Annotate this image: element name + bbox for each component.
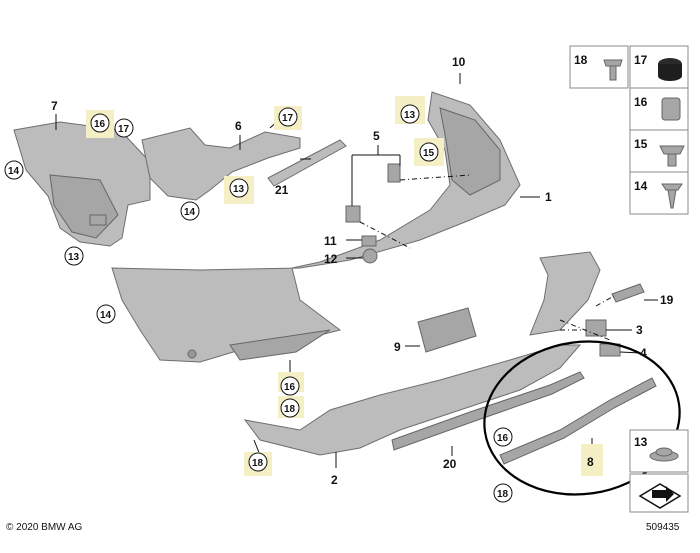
strip-part-21	[267, 139, 347, 187]
svg-text:17: 17	[282, 113, 294, 124]
svg-text:18: 18	[497, 489, 509, 500]
small-parts	[345, 163, 645, 357]
part-labels: 1 2 3 4 5 6 7 8 9 10 11 12 19 20 21	[51, 55, 674, 487]
legend-18: 18	[574, 53, 588, 67]
svg-text:16: 16	[94, 119, 106, 130]
circle-label-18a: 18	[278, 396, 304, 418]
circle-label-17b: 17	[274, 106, 302, 130]
legend-16: 16	[634, 95, 648, 109]
highlight-circle	[483, 340, 681, 496]
grille-part-20	[391, 371, 585, 451]
circle-label-16c: 16	[493, 427, 513, 447]
circle-label-15: 15	[414, 138, 444, 166]
fastener-legend: 18 17 16 15 14 13	[569, 45, 689, 513]
label-12: 12	[324, 252, 338, 266]
label-3: 3	[636, 323, 643, 337]
label-11: 11	[324, 234, 337, 248]
legend-14: 14	[634, 179, 648, 193]
label-7: 7	[51, 99, 58, 113]
circle-label-17a: 17	[114, 118, 134, 138]
label-10: 10	[452, 55, 466, 69]
svg-text:13: 13	[404, 110, 416, 121]
label-8-highlight	[581, 444, 603, 476]
svg-text:16: 16	[497, 433, 509, 444]
legend-17: 17	[634, 53, 648, 67]
svg-text:13: 13	[68, 252, 80, 263]
legend-15: 15	[634, 137, 648, 151]
svg-text:14: 14	[100, 310, 112, 321]
circle-label-16a: 16	[86, 110, 114, 138]
circle-label-13c: 13	[64, 246, 84, 266]
svg-text:17: 17	[118, 124, 130, 135]
label-4: 4	[640, 346, 647, 360]
copyright-text: © 2020 BMW AG	[6, 522, 83, 533]
label-8: 8	[587, 455, 594, 469]
legend-13: 13	[634, 435, 648, 449]
svg-text:13: 13	[233, 184, 245, 195]
circle-label-14c: 14	[96, 304, 116, 324]
circle-label-18b: 18	[244, 452, 272, 476]
label-21: 21	[275, 183, 289, 197]
circled-labels: 13 13 13 14 14 14 15 16 16 16 17 17 18 1…	[4, 96, 513, 503]
circle-label-18c: 18	[493, 483, 513, 503]
circle-label-13a: 13	[395, 96, 425, 124]
svg-text:15: 15	[423, 148, 435, 159]
label-1: 1	[545, 190, 552, 204]
svg-text:14: 14	[184, 207, 196, 218]
label-6: 6	[235, 119, 242, 133]
bracket-part-7	[13, 121, 151, 247]
label-20: 20	[443, 457, 457, 471]
svg-text:16: 16	[284, 382, 296, 393]
circle-label-14a: 14	[4, 160, 24, 180]
svg-text:18: 18	[252, 458, 264, 469]
label-2: 2	[331, 473, 338, 487]
bumper-part-1	[111, 91, 521, 363]
label-19: 19	[660, 293, 674, 307]
circle-label-13b: 13	[224, 176, 254, 204]
svg-text:14: 14	[8, 166, 20, 177]
label-5: 5	[373, 129, 380, 143]
svg-text:18: 18	[284, 404, 296, 415]
plate-part-9	[417, 307, 477, 353]
bracket-part-6	[141, 127, 301, 201]
circle-label-14b: 14	[180, 201, 200, 221]
lower-panel-part-2	[243, 344, 582, 456]
circle-label-16b: 16	[278, 372, 304, 396]
diagram-number: 509435	[646, 522, 680, 533]
strip-part-8	[499, 377, 657, 465]
label-9: 9	[394, 340, 401, 354]
